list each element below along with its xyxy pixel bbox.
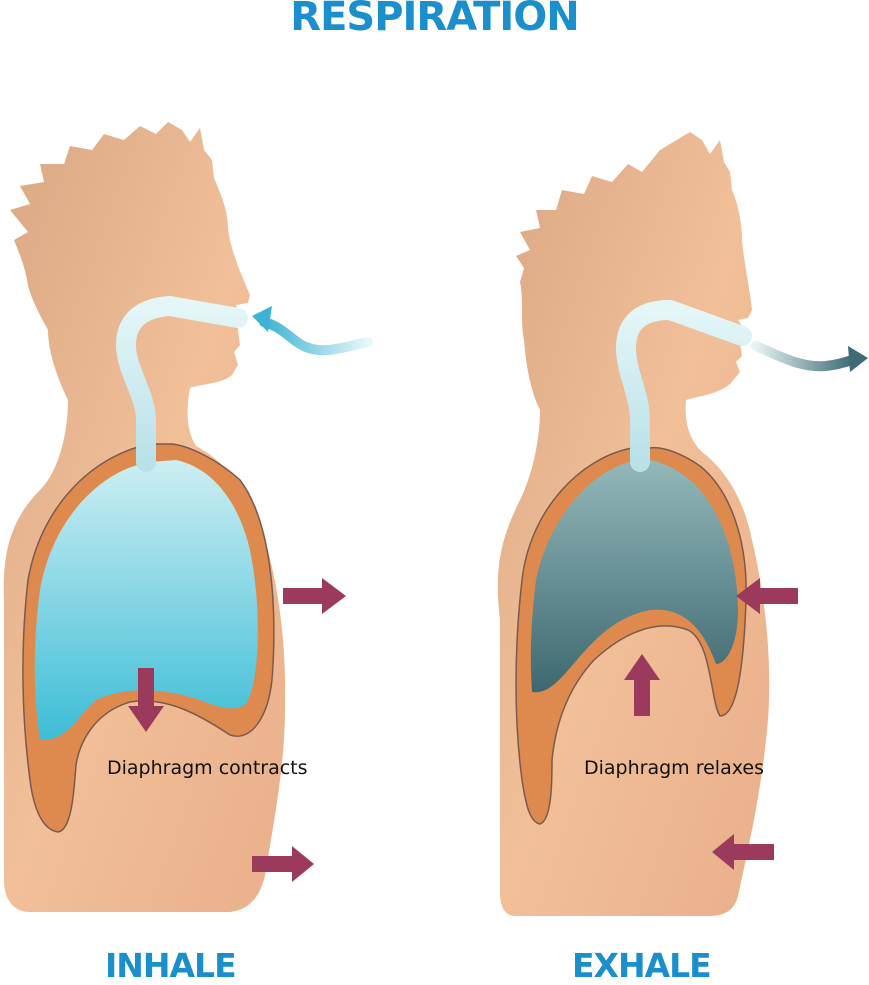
inhale-caption: Diaphragm contracts [107,757,308,779]
inhale-movement-arrows [128,578,346,882]
exhale-caption: Diaphragm relaxes [584,757,764,779]
inhale-abdomen-expand-arrow [252,846,314,882]
inhale-air-arrow [259,317,373,356]
inhale-lung [34,460,258,741]
inhale-air-arrowhead [252,306,272,332]
exhale-air-arrowhead [848,346,868,372]
exhale-air-arrow [751,341,857,372]
inhale-figure [3,122,373,912]
inhale-diaphragm-down-arrow [128,668,164,732]
exhale-figure [497,132,868,916]
inhale-airway [115,295,248,472]
exhale-chest-contract-arrow [736,578,798,614]
exhale-abdomen-contract-arrow [712,834,774,870]
exhale-label: EXHALE [572,946,712,985]
exhale-airway [615,299,752,472]
inhale-chest-expand-arrow [283,578,346,614]
exhale-lung [530,460,738,693]
exhale-movement-arrows [624,578,798,870]
inhale-label: INHALE [105,946,237,985]
diagram-title: RESPIRATION [290,0,579,40]
exhale-diaphragm-up-arrow [624,654,660,716]
